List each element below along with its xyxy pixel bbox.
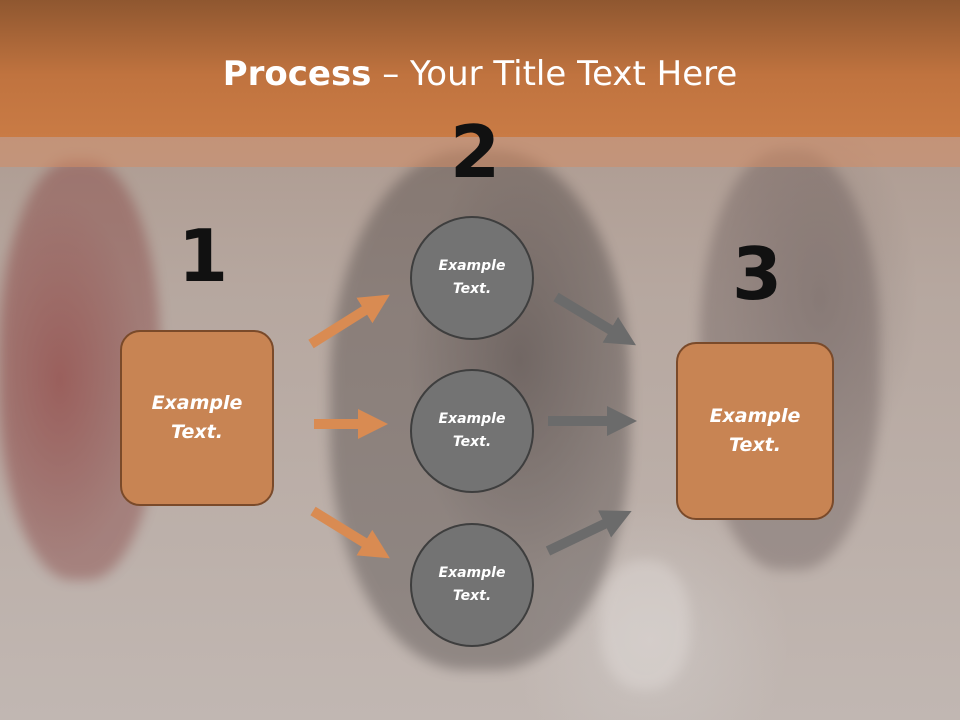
arrow-bottom-to-right bbox=[545, 510, 632, 556]
title-rest: – Your Title Text Here bbox=[371, 54, 738, 94]
title-bar-band bbox=[0, 137, 960, 167]
step-1-box[interactable]: Example Text. bbox=[120, 330, 274, 506]
step-2-circle-bottom[interactable]: Example Text. bbox=[410, 523, 534, 647]
background-shoe bbox=[600, 560, 690, 690]
step-2-circle-top[interactable]: Example Text. bbox=[410, 216, 534, 340]
step-number-3: 3 bbox=[732, 232, 783, 316]
arrow-left-to-bottom bbox=[310, 506, 390, 559]
title-bar bbox=[0, 0, 960, 137]
step-3-box[interactable]: Example Text. bbox=[676, 342, 834, 520]
step-number-2: 2 bbox=[450, 110, 501, 194]
circle-middle-label: Example Text. bbox=[438, 411, 506, 450]
arrow-left-to-top bbox=[308, 294, 390, 349]
step-2-circle-middle[interactable]: Example Text. bbox=[410, 369, 534, 493]
step-3-label: Example Text. bbox=[709, 405, 801, 456]
circle-bottom-label: Example Text. bbox=[438, 565, 506, 604]
slide-title: Process – Your Title Text Here bbox=[0, 52, 960, 96]
arrow-top-to-right bbox=[553, 292, 636, 346]
step-1-label: Example Text. bbox=[151, 392, 243, 443]
step-number-1: 1 bbox=[178, 214, 229, 298]
title-bold: Process bbox=[222, 54, 372, 94]
circle-top-label: Example Text. bbox=[438, 258, 506, 297]
